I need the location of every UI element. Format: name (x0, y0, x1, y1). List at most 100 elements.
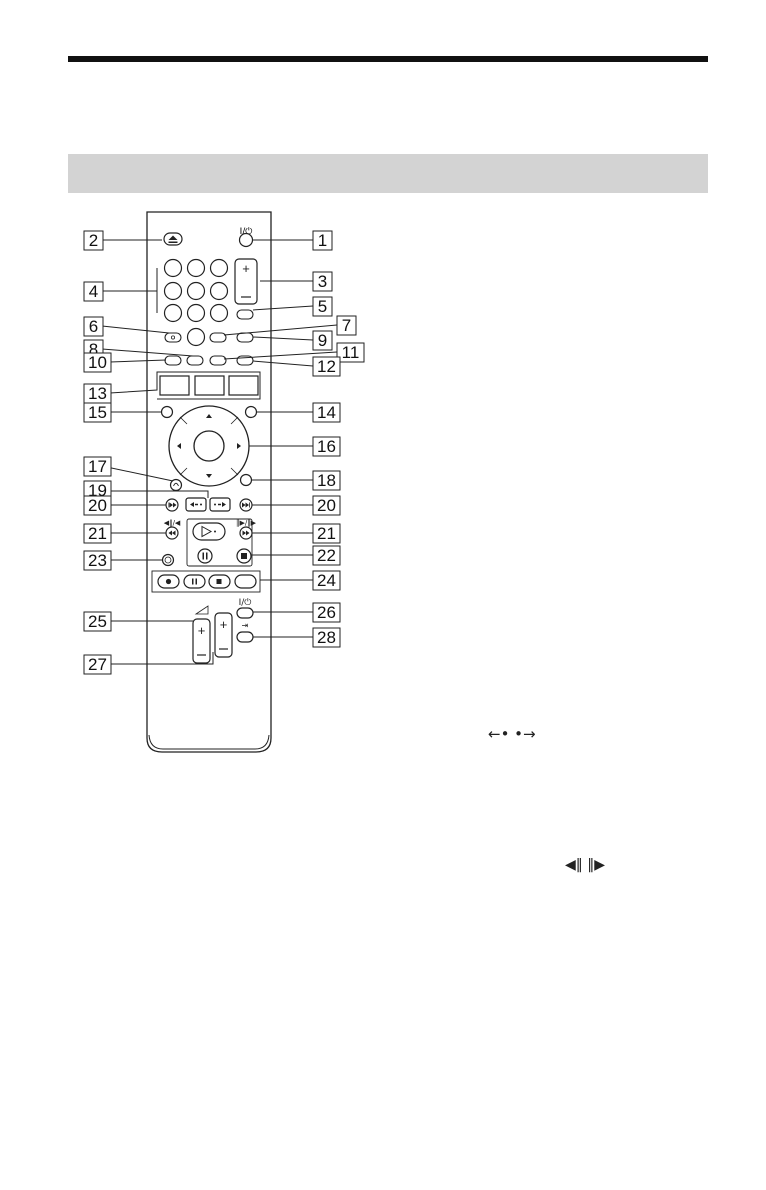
instant-replay-advance-group (185, 497, 231, 512)
eject-button[interactable] (163, 232, 183, 246)
clear-dot-icon (170, 335, 175, 340)
svg-text:21: 21 (317, 524, 336, 543)
callout-11: 11 (336, 342, 365, 363)
svg-text:26: 26 (317, 603, 336, 622)
svg-text:24: 24 (317, 571, 336, 590)
rewind-button[interactable] (165, 526, 179, 540)
callout-18: 18 (312, 470, 341, 491)
slow-step-right-label: ‖▶/‖▶ (236, 519, 257, 527)
callout-15: 15 (83, 402, 112, 423)
callout-20-right: 20 (312, 495, 341, 516)
playback-group-outline (186, 518, 253, 567)
oval-button-11[interactable] (209, 355, 227, 366)
record-pause-button[interactable] (183, 574, 206, 589)
callout-19: 19 (83, 480, 112, 501)
callout-9: 9 (312, 330, 333, 351)
dpad-divider-sw (179, 467, 188, 476)
svg-text:27: 27 (88, 655, 107, 674)
number-button-2[interactable] (186, 258, 206, 278)
leader-line-11 (223, 351, 338, 360)
tv-channel-rocker[interactable]: + (214, 612, 233, 658)
small-button-row-1 (164, 309, 254, 343)
options-button[interactable] (239, 473, 253, 487)
number-button-6[interactable] (209, 281, 229, 301)
svg-text:23: 23 (88, 551, 107, 570)
leader-line-12 (252, 360, 314, 367)
number-button-4[interactable] (163, 281, 183, 301)
callout-26: 26 (312, 602, 341, 623)
volume-icon (194, 605, 209, 615)
number-button-5[interactable] (186, 281, 206, 301)
svg-text:12: 12 (317, 357, 336, 376)
power-button[interactable] (238, 232, 254, 248)
callout-2: 2 (83, 230, 104, 251)
directional-pad[interactable] (168, 405, 250, 487)
svg-text:9: 9 (318, 331, 327, 350)
svg-text:16: 16 (317, 437, 336, 456)
oval-button-7[interactable] (209, 332, 227, 343)
wide-button-right[interactable] (228, 375, 259, 396)
wide-button-center[interactable] (194, 375, 225, 396)
callout-21-right: 21 (312, 523, 341, 544)
header-rule (68, 56, 708, 62)
leader-line-27 (110, 652, 214, 665)
menu-button-left[interactable] (160, 405, 174, 419)
tv-power-label: I/⏻ (239, 597, 252, 608)
svg-text:22: 22 (317, 546, 336, 565)
svg-text:25: 25 (88, 612, 107, 631)
channel-plus-label: + (242, 261, 250, 276)
callout-3: 3 (312, 271, 333, 292)
volume-rocker[interactable]: + (192, 618, 211, 664)
leader-line-10 (109, 359, 167, 363)
dpad-divider-se (230, 467, 239, 476)
callout-22: 22 (312, 545, 341, 566)
number-button-9[interactable] (209, 303, 229, 323)
channel-rocker[interactable]: + (234, 258, 258, 305)
clear-button[interactable] (164, 332, 182, 343)
callout-10: 10 (83, 352, 112, 373)
oval-button-10[interactable] (164, 355, 182, 366)
number-button-3[interactable] (209, 258, 229, 278)
tv-power-button[interactable] (236, 607, 254, 619)
instant-advance-dot (214, 503, 216, 506)
number-button-8[interactable] (186, 303, 206, 323)
record-row-outline (151, 570, 261, 593)
fast-forward-button[interactable] (239, 526, 253, 540)
instant-replay-advance-inline-icon: ←• •→ (488, 725, 536, 743)
callout-7: 7 (336, 315, 357, 336)
oval-button-8[interactable] (186, 355, 204, 366)
previous-button[interactable] (165, 498, 179, 512)
callout-20-left: 20 (83, 495, 112, 516)
number-button-0[interactable] (186, 327, 206, 347)
round-function-button[interactable] (161, 553, 175, 567)
number-button-7[interactable] (163, 303, 183, 323)
callout-14: 14 (312, 402, 341, 423)
rewind-icon (168, 530, 176, 536)
pause-button[interactable] (197, 548, 213, 564)
remote-bottom-edge (148, 734, 270, 750)
wide-button-group (159, 375, 259, 396)
leader-line-13 (109, 371, 261, 400)
pause-icon (202, 552, 208, 560)
oval-button-5[interactable] (236, 309, 254, 320)
section-heading-bar (68, 154, 708, 193)
leader-line-6 (101, 325, 170, 334)
svg-text:20: 20 (317, 496, 336, 515)
leader-line-9 (252, 336, 314, 341)
play-button[interactable] (192, 522, 226, 541)
wide-button-left[interactable] (159, 375, 190, 396)
number-button-1[interactable] (163, 258, 183, 278)
svg-text:13: 13 (88, 384, 107, 403)
rec-mode-button[interactable] (234, 574, 257, 589)
callout-27: 27 (83, 654, 112, 675)
stop-button[interactable] (236, 548, 252, 564)
svg-text:28: 28 (317, 628, 336, 647)
oval-button-9[interactable] (236, 332, 254, 343)
menu-button-right[interactable] (244, 405, 258, 419)
tv-input-button[interactable] (236, 631, 254, 643)
next-icon (242, 502, 250, 508)
enter-button[interactable] (193, 430, 225, 462)
callout-21-left: 21 (83, 523, 112, 544)
next-button[interactable] (239, 498, 253, 512)
